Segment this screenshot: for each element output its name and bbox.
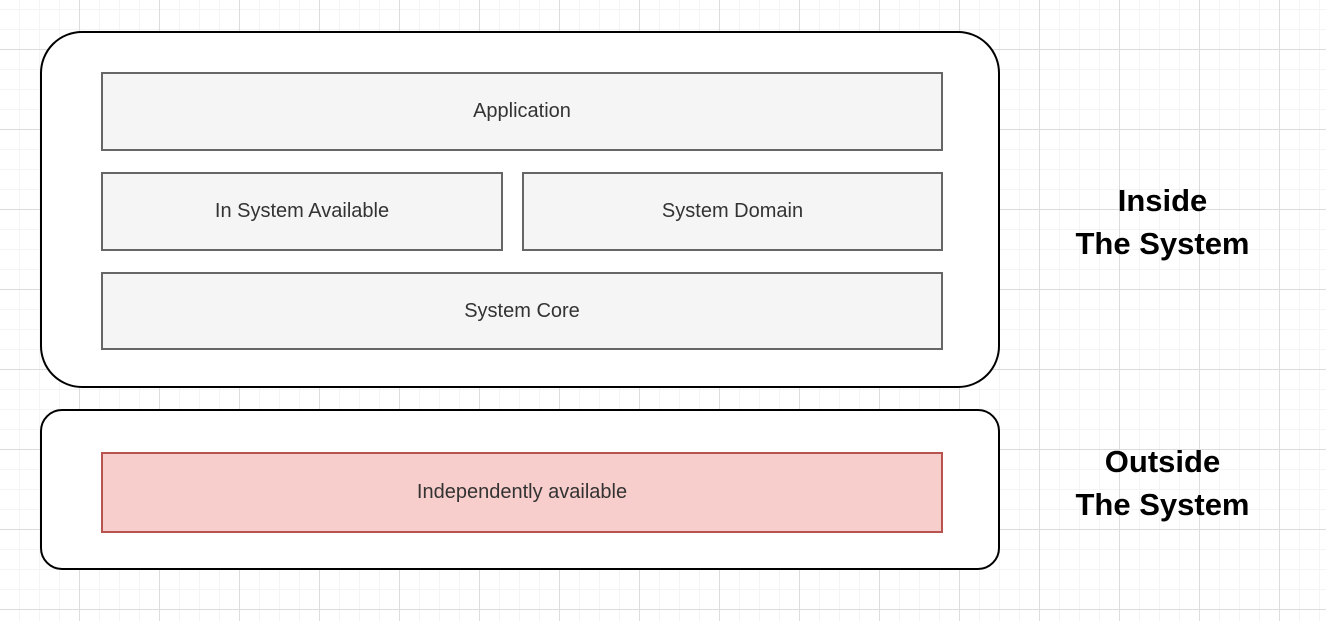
in-system-available-label: In System Available [214, 200, 390, 222]
independently-available-box[interactable]: Independently available [101, 452, 943, 533]
in-system-available-box[interactable]: In System Available [101, 172, 503, 251]
system-core-label: System Core [464, 299, 580, 322]
system-core-box[interactable]: System Core [101, 272, 943, 350]
inside-the-system-line1: Inside [1117, 183, 1208, 218]
application-box[interactable]: Application [101, 72, 943, 151]
inside-the-system-label: Inside The System [1020, 179, 1305, 265]
system-domain-box[interactable]: System Domain [522, 172, 943, 251]
outside-the-system-line1: Outside [1104, 444, 1221, 479]
system-domain-label: System Domain [661, 200, 804, 222]
inside-system-container[interactable]: Application In System Available System D… [40, 31, 1000, 388]
application-label: Application [473, 100, 571, 122]
outside-the-system-line2: The System [1075, 487, 1250, 522]
inside-the-system-line2: The System [1075, 226, 1250, 261]
independently-available-label: Independently available [416, 481, 628, 503]
outside-the-system-label: Outside The System [1020, 440, 1305, 526]
outside-system-container[interactable]: Independently available [40, 409, 1000, 570]
